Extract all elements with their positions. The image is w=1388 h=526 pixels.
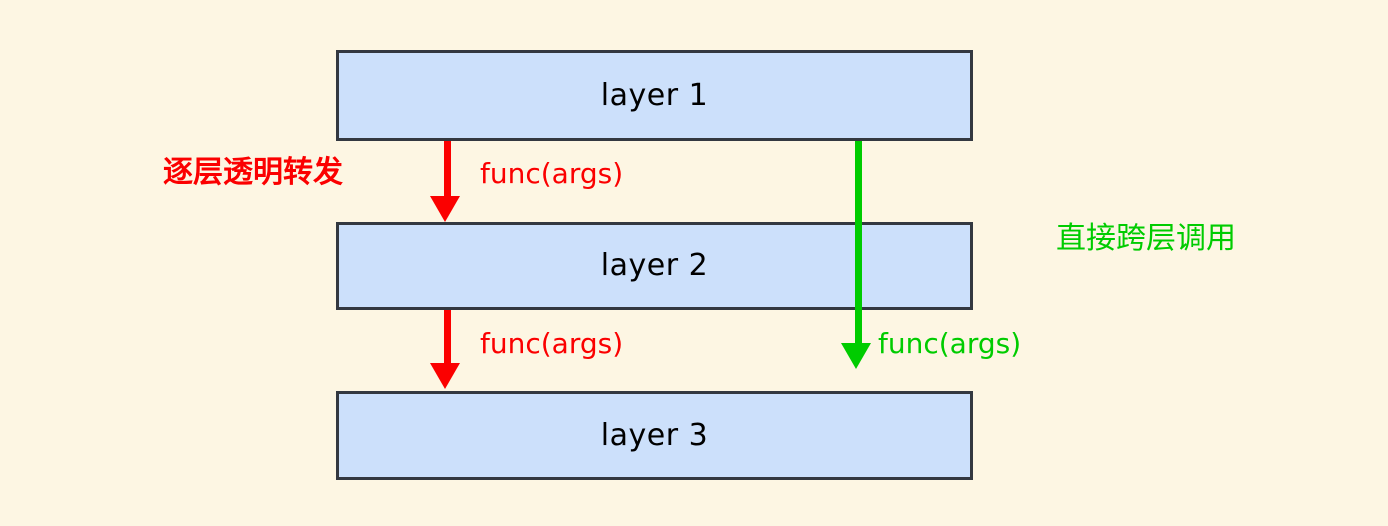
edge-label-green-func: func(args) — [878, 327, 1022, 360]
annotation-direct-cross-layer-call: 直接跨层调用 — [1056, 221, 1236, 256]
green-arrow-layer1-to-layer3-shaft — [855, 141, 862, 349]
red-arrow-layer2-to-layer3-shaft — [444, 310, 451, 368]
edge-label-red-func-2: func(args) — [480, 327, 624, 360]
layer-box-1: layer 1 — [336, 50, 973, 141]
edge-label-red-func-1: func(args) — [480, 157, 624, 190]
red-arrow-layer1-to-layer2-head-icon — [430, 196, 460, 222]
layer-3-label: layer 3 — [600, 417, 709, 453]
annotation-layered-transparent-forwarding: 逐层透明转发 — [163, 155, 343, 190]
layer-box-3: layer 3 — [336, 391, 973, 480]
layer-2-label: layer 2 — [600, 248, 709, 283]
layer-1-label: layer 1 — [600, 77, 709, 113]
layer-box-2: layer 2 — [336, 222, 973, 310]
red-arrow-layer1-to-layer2-shaft — [444, 141, 451, 203]
red-arrow-layer2-to-layer3-head-icon — [430, 363, 460, 389]
green-arrow-layer1-to-layer3-head-icon — [841, 343, 871, 369]
